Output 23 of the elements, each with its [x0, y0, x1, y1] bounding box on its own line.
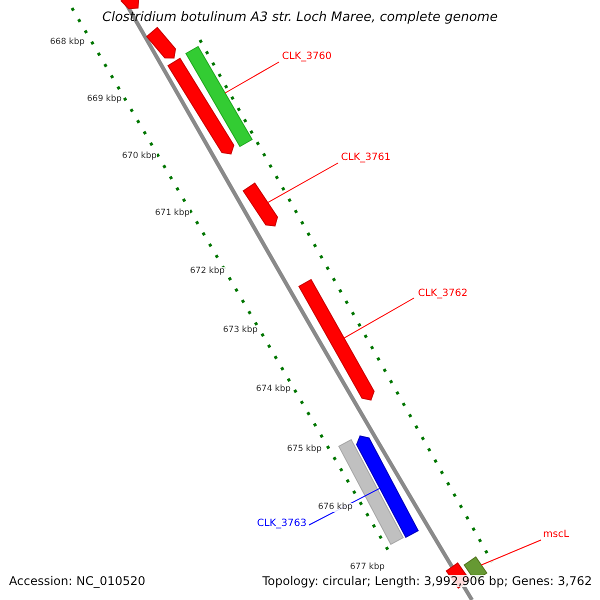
scale-label: 677 kbp	[350, 563, 385, 572]
gene-arrow	[298, 278, 375, 401]
leader-line	[224, 62, 280, 94]
leader-line	[480, 540, 542, 566]
scale-label: 675 kbp	[287, 445, 322, 454]
gene-arrow	[242, 182, 278, 227]
gene-label: CLK_3760	[282, 52, 332, 62]
scale-label: 672 kbp	[190, 267, 225, 276]
gene-arrow	[356, 435, 419, 538]
leader-line	[344, 298, 414, 339]
scale-label: 673 kbp	[223, 326, 258, 334]
gene-label: mscL	[543, 530, 570, 540]
scale-label: 668 kbp	[50, 38, 85, 46]
accession-text: Accession: NC_010520	[9, 575, 146, 587]
scale-label: 669 kbp	[87, 95, 122, 104]
genome-info-text: Topology: circular; Length: 3,992,906 bp; Genes: 3,762	[262, 575, 592, 587]
gene-label: CLK_3762	[418, 289, 468, 299]
gene-label: CLK_3763	[257, 519, 307, 529]
leader-line	[267, 162, 338, 204]
gene-label: CLK_3761	[341, 153, 391, 163]
scale-label: 671 kbp	[155, 209, 190, 218]
gene-arrow	[185, 46, 253, 148]
diagram-title: Clostridium botulinum A3 str. Loch Maree, complete genome	[101, 11, 499, 24]
